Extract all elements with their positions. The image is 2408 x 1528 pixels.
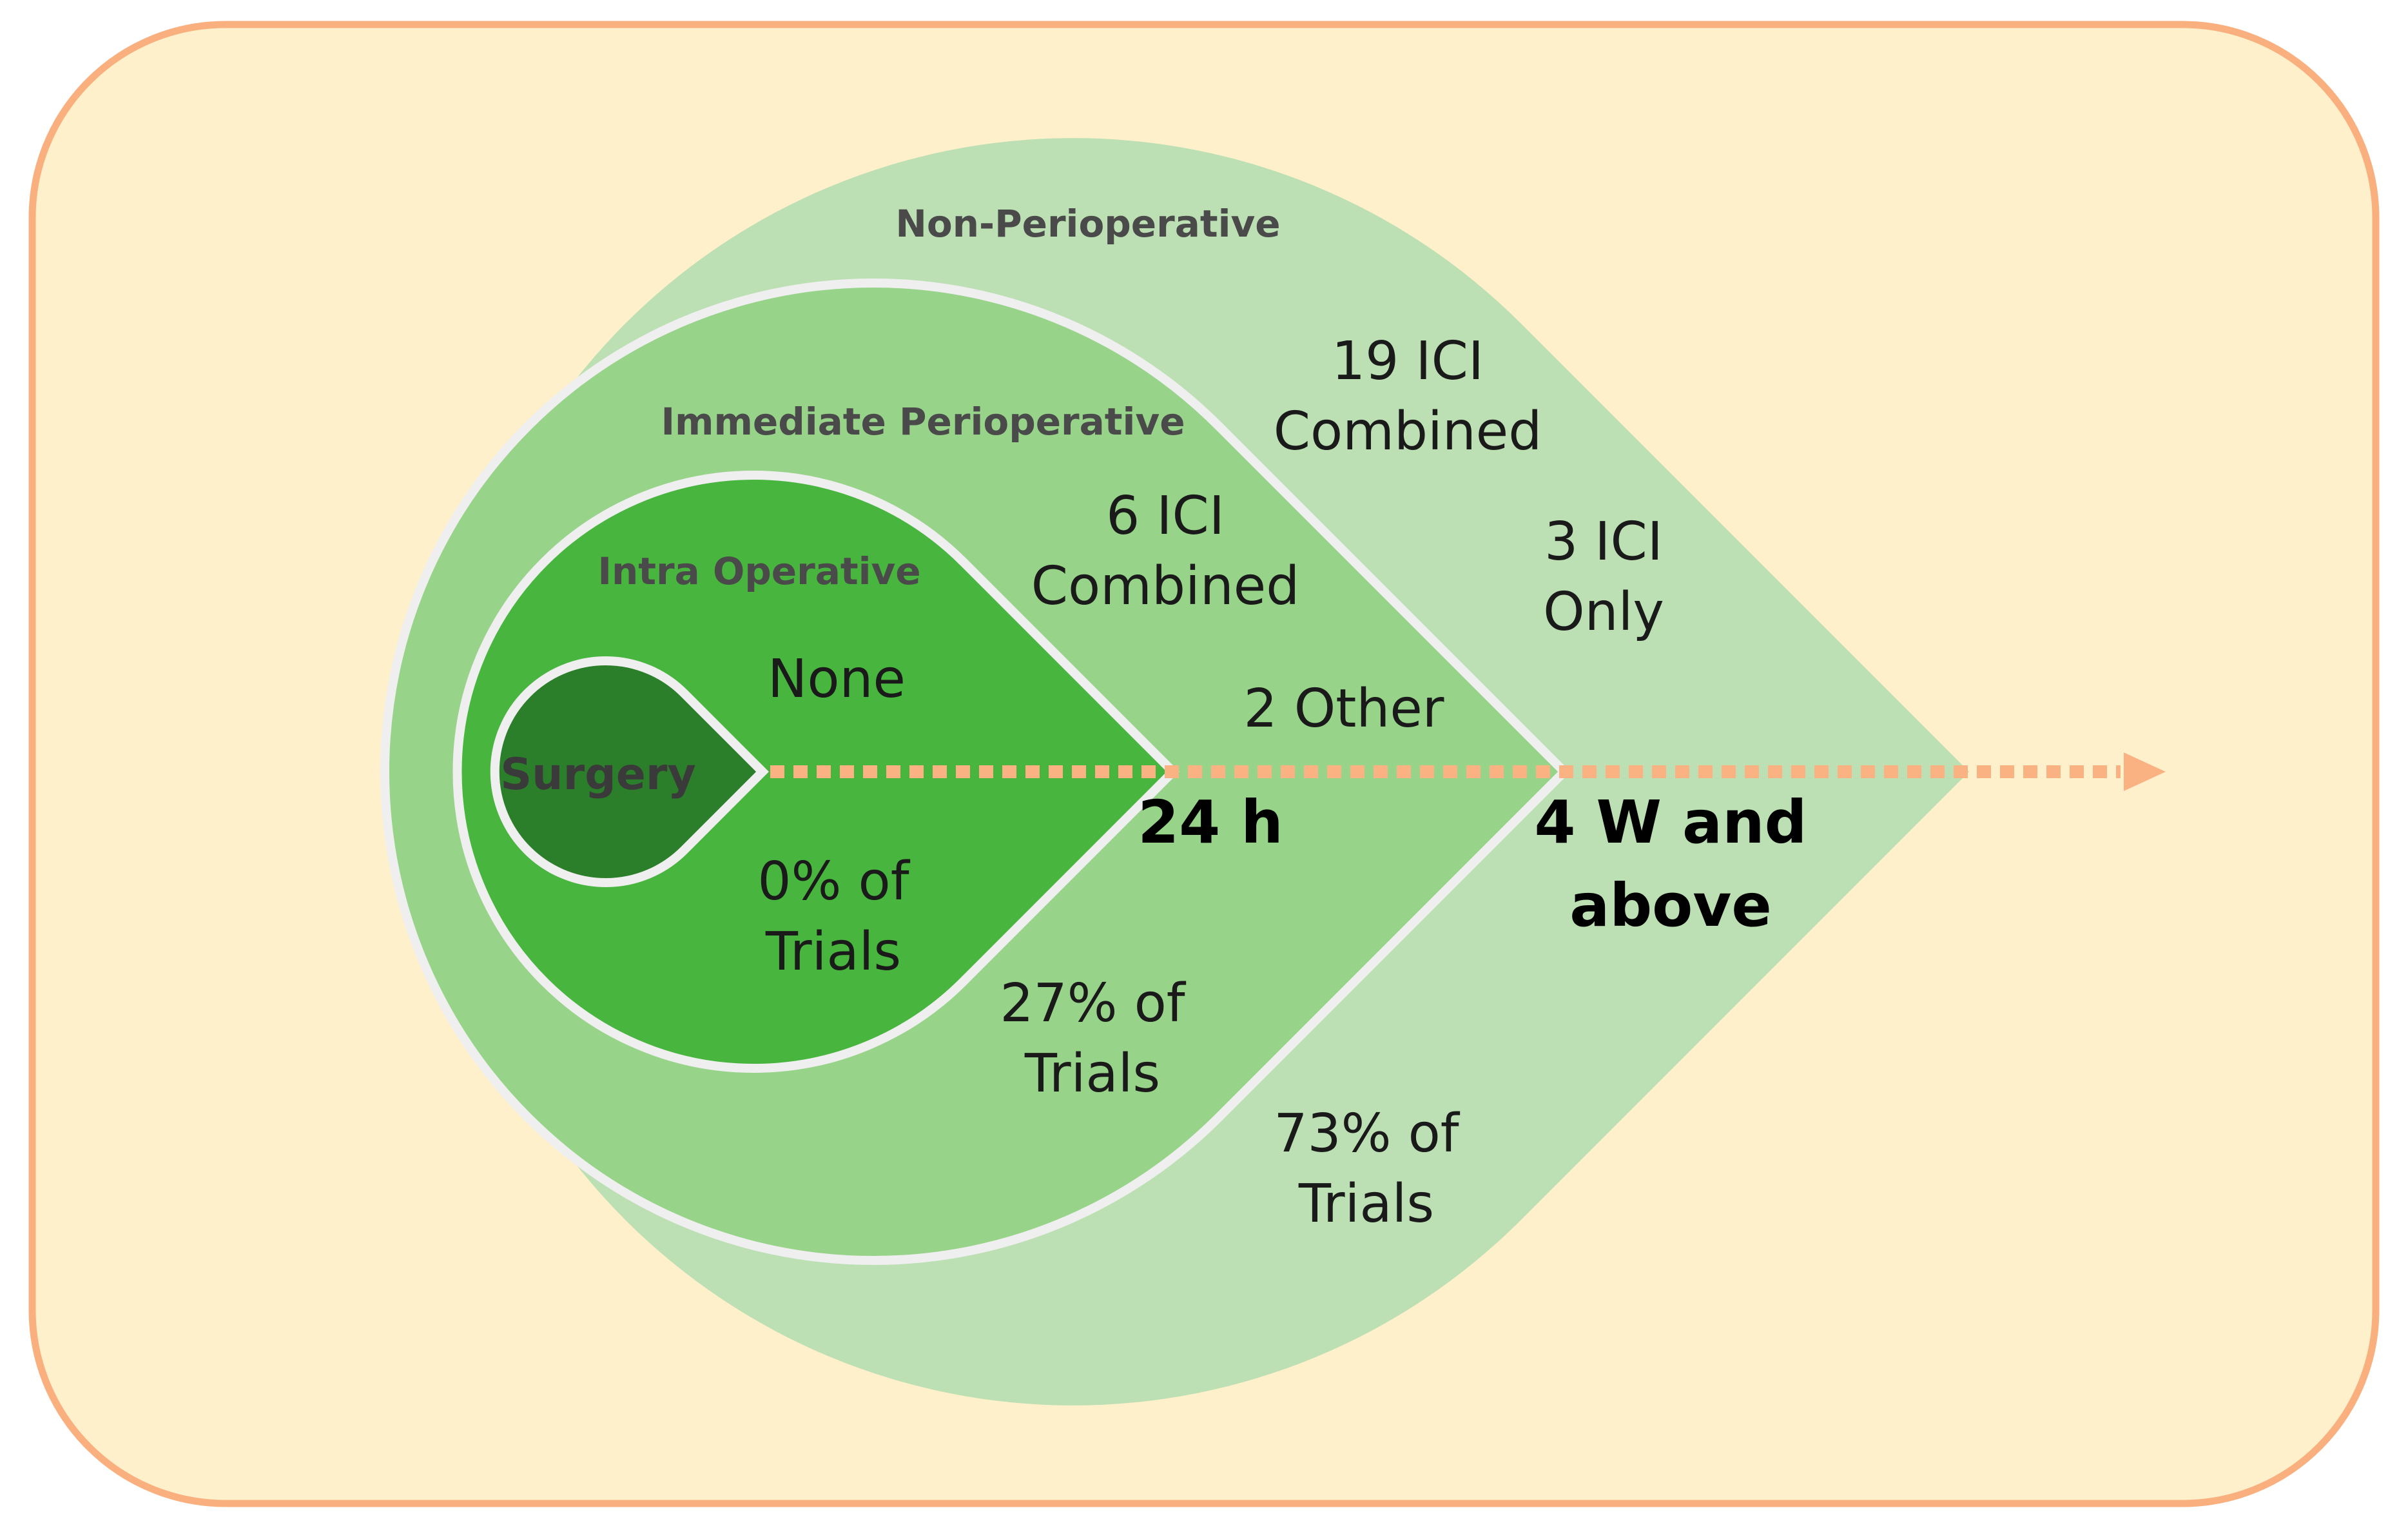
non-perioperative-extra-line1: 3 ICI (1544, 511, 1663, 573)
timeline-mark-4w-line2: above (1569, 871, 1772, 940)
non-perioperative-count-line1: 19 ICI (1332, 331, 1484, 392)
intra-operative-count: None (768, 649, 906, 710)
immediate-perioperative-title: Immediate Perioperative (661, 400, 1185, 444)
intra-operative-title: Intra Operative (597, 549, 920, 593)
intra-operative-percent-line2: Trials (765, 921, 901, 983)
non-perioperative-percent-line2: Trials (1298, 1173, 1434, 1235)
immediate-perioperative-extra: 2 Other (1243, 678, 1444, 740)
immediate-perioperative-count-line2: Combined (1031, 556, 1300, 617)
immediate-perioperative-percent-line1: 27% of (1000, 973, 1186, 1034)
surgery-label: Surgery (500, 749, 696, 800)
non-perioperative-percent-line1: 73% of (1274, 1103, 1460, 1164)
timeline-mark-4w-line1: 4 W and (1535, 788, 1807, 857)
intra-operative-zone (452, 471, 1180, 1073)
timeline-arrow-head (2124, 752, 2166, 791)
surgery-core (490, 656, 769, 887)
non-perioperative-extra-line2: Only (1543, 582, 1664, 643)
immediate-perioperative-count-line1: 6 ICI (1106, 485, 1225, 547)
intra-operative-percent-line1: 0% of (757, 851, 910, 912)
non-perioperative-title: Non-Perioperative (895, 202, 1280, 246)
timeline-mark-24h: 24 h (1138, 788, 1283, 857)
immediate-perioperative-percent-line2: Trials (1024, 1043, 1160, 1104)
non-perioperative-count-line2: Combined (1274, 401, 1542, 462)
